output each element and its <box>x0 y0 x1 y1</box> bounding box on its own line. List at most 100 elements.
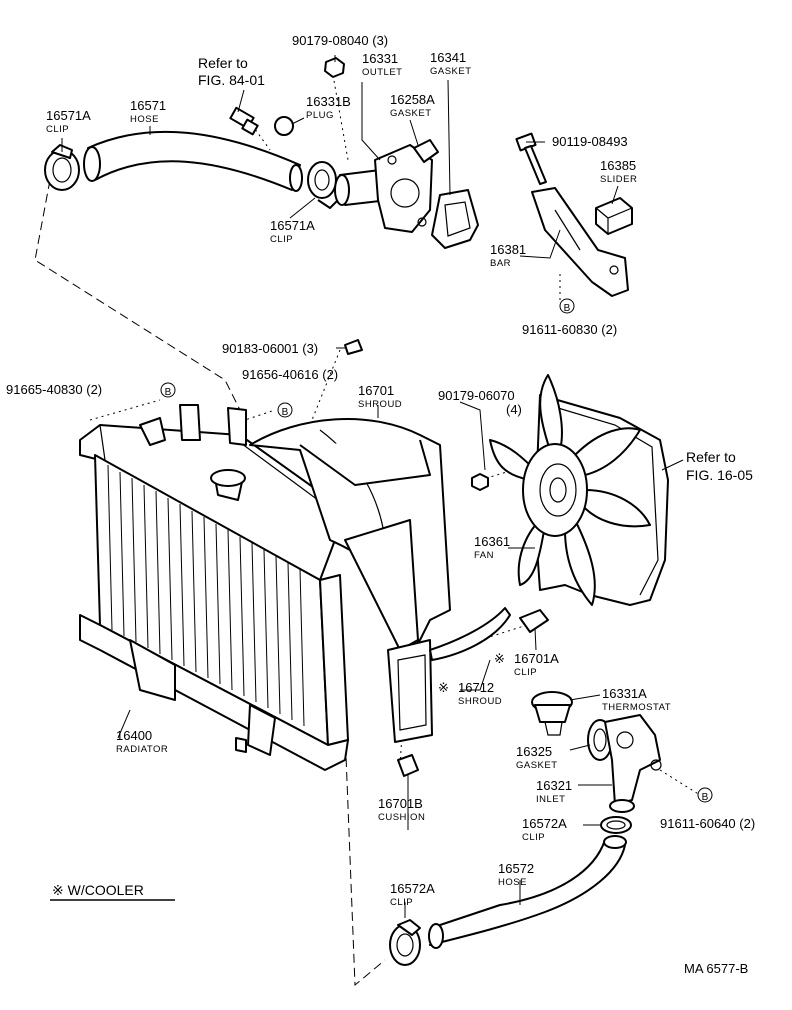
label-refer-fig-16-05: Refer to FIG. 16-05 <box>686 449 753 483</box>
svg-text:CLIP: CLIP <box>514 667 537 678</box>
clip-16572a-lower <box>389 919 421 966</box>
svg-text:90179-08040 (3): 90179-08040 (3) <box>292 33 388 48</box>
label-16331b-plug: 16331B PLUG <box>306 94 351 121</box>
clip-16571a-left <box>44 144 80 191</box>
svg-text:16571: 16571 <box>130 98 166 113</box>
svg-text:THERMOSTAT: THERMOSTAT <box>602 702 671 713</box>
svg-text:16385: 16385 <box>600 158 636 173</box>
cushion-16701b <box>397 754 419 777</box>
svg-text:※: ※ <box>494 651 505 666</box>
svg-text:16712: 16712 <box>458 680 494 695</box>
svg-text:Refer to: Refer to <box>198 55 248 71</box>
svg-text:INLET: INLET <box>536 794 565 805</box>
svg-text:91656-40616 (2): 91656-40616 (2) <box>242 367 338 382</box>
gasket-16258a <box>413 139 439 163</box>
svg-text:BAR: BAR <box>490 258 511 269</box>
svg-text:16331B: 16331B <box>306 94 351 109</box>
svg-text:16331A: 16331A <box>602 686 647 701</box>
label-90179-06070: 90179-06070 (4) <box>438 388 522 417</box>
label-16400-radiator: 16400 RADIATOR <box>116 728 168 755</box>
svg-text:16361: 16361 <box>474 534 510 549</box>
svg-text:GASKET: GASKET <box>516 760 558 771</box>
label-refer-fig-84-01: Refer to FIG. 84-01 <box>198 55 265 88</box>
label-16331-outlet: 16331 OUTLET <box>362 51 402 78</box>
slider <box>595 197 633 235</box>
svg-text:90183-06001 (3): 90183-06001 (3) <box>222 341 318 356</box>
svg-text:B: B <box>165 387 172 398</box>
svg-text:RADIATOR: RADIATOR <box>116 744 168 755</box>
label-90179-08040: 90179-08040 (3) <box>292 33 388 48</box>
clip-16701a <box>519 609 549 633</box>
bar-slider-assembly <box>515 132 633 297</box>
label-16381-bar: 16381 BAR <box>490 242 526 269</box>
b-marker-2: B <box>160 382 176 398</box>
svg-text:16400: 16400 <box>116 728 152 743</box>
svg-text:16331: 16331 <box>362 51 398 66</box>
label-16701b-cushion: 16701B CUSHION <box>378 796 425 823</box>
part-labels: 90179-08040 (3) 16331 OUTLET 16341 GASKE… <box>6 33 755 908</box>
label-90183-06001: 90183-06001 (3) <box>222 341 318 356</box>
svg-text:※: ※ <box>438 680 449 695</box>
svg-text:CLIP: CLIP <box>390 897 413 908</box>
svg-text:16321: 16321 <box>536 778 572 793</box>
svg-text:CLIP: CLIP <box>522 832 545 843</box>
label-91656-40616: 91656-40616 (2) <box>242 367 338 382</box>
b-marker-4: B <box>697 787 713 803</box>
label-16712-shroud: ※ 16712 SHROUD <box>438 680 502 707</box>
svg-text:16701A: 16701A <box>514 651 559 666</box>
label-91611-60640: 91611-60640 (2) <box>660 816 755 831</box>
svg-text:FIG. 16-05: FIG. 16-05 <box>686 467 753 483</box>
svg-text:CLIP: CLIP <box>270 234 293 245</box>
upper-hose-assembly <box>44 57 479 249</box>
svg-text:16341: 16341 <box>430 50 466 65</box>
label-91611-60830: 91611-60830 (2) <box>522 322 617 337</box>
svg-text:FIG. 84-01: FIG. 84-01 <box>198 72 265 88</box>
plug <box>274 116 294 136</box>
svg-text:※ W/COOLER: ※ W/COOLER <box>52 882 144 898</box>
b-marker-3: B <box>277 402 293 418</box>
label-16571a-clip-left: 16571A CLIP <box>46 108 91 135</box>
thermostat <box>531 691 573 736</box>
label-16361-fan: 16361 FAN <box>474 534 510 561</box>
svg-text:CLIP: CLIP <box>46 124 69 135</box>
clip-90183 <box>344 339 363 355</box>
water-inlet <box>604 714 662 813</box>
svg-text:16258A: 16258A <box>390 92 435 107</box>
svg-text:16572A: 16572A <box>390 881 435 896</box>
svg-text:SHROUD: SHROUD <box>358 399 402 410</box>
svg-text:16571A: 16571A <box>46 108 91 123</box>
label-16701-shroud: 16701 SHROUD <box>358 383 402 410</box>
svg-text:CUSHION: CUSHION <box>378 812 425 823</box>
svg-text:16701: 16701 <box>358 383 394 398</box>
svg-text:16571A: 16571A <box>270 218 315 233</box>
radiator-cap <box>210 469 246 487</box>
label-16701a-clip: ※ 16701A CLIP <box>494 651 559 678</box>
svg-text:16701B: 16701B <box>378 796 423 811</box>
b-marker-1: B <box>559 298 575 314</box>
label-16341-gasket: 16341 GASKET <box>430 50 472 77</box>
label-16572-hose: 16572 HOSE <box>498 861 534 888</box>
label-16572a-clip-lower: 16572A CLIP <box>390 881 435 908</box>
svg-text:B: B <box>564 303 571 314</box>
label-91665-40830: 91665-40830 (2) <box>6 382 102 397</box>
svg-text:16381: 16381 <box>490 242 526 257</box>
svg-text:OUTLET: OUTLET <box>362 67 402 78</box>
figure-code: MA 6577-B <box>684 961 748 976</box>
shroud-16712 <box>387 607 511 743</box>
svg-text:GASKET: GASKET <box>430 66 472 77</box>
svg-text:90119-08493: 90119-08493 <box>552 134 628 149</box>
svg-text:16325: 16325 <box>516 744 552 759</box>
svg-text:HOSE: HOSE <box>130 114 159 125</box>
clip-16571a-right <box>307 161 339 209</box>
svg-text:91611-60640 (2): 91611-60640 (2) <box>660 816 755 831</box>
svg-text:91665-40830 (2): 91665-40830 (2) <box>6 382 102 397</box>
clip-16572a-upper <box>600 816 632 834</box>
svg-text:91611-60830 (2): 91611-60830 (2) <box>522 322 617 337</box>
radiator <box>79 404 349 771</box>
svg-text:16572: 16572 <box>498 861 534 876</box>
label-16385-slider: 16385 SLIDER <box>600 158 637 185</box>
svg-text:GASKET: GASKET <box>390 108 432 119</box>
svg-text:16572A: 16572A <box>522 816 567 831</box>
svg-text:B: B <box>282 407 289 418</box>
